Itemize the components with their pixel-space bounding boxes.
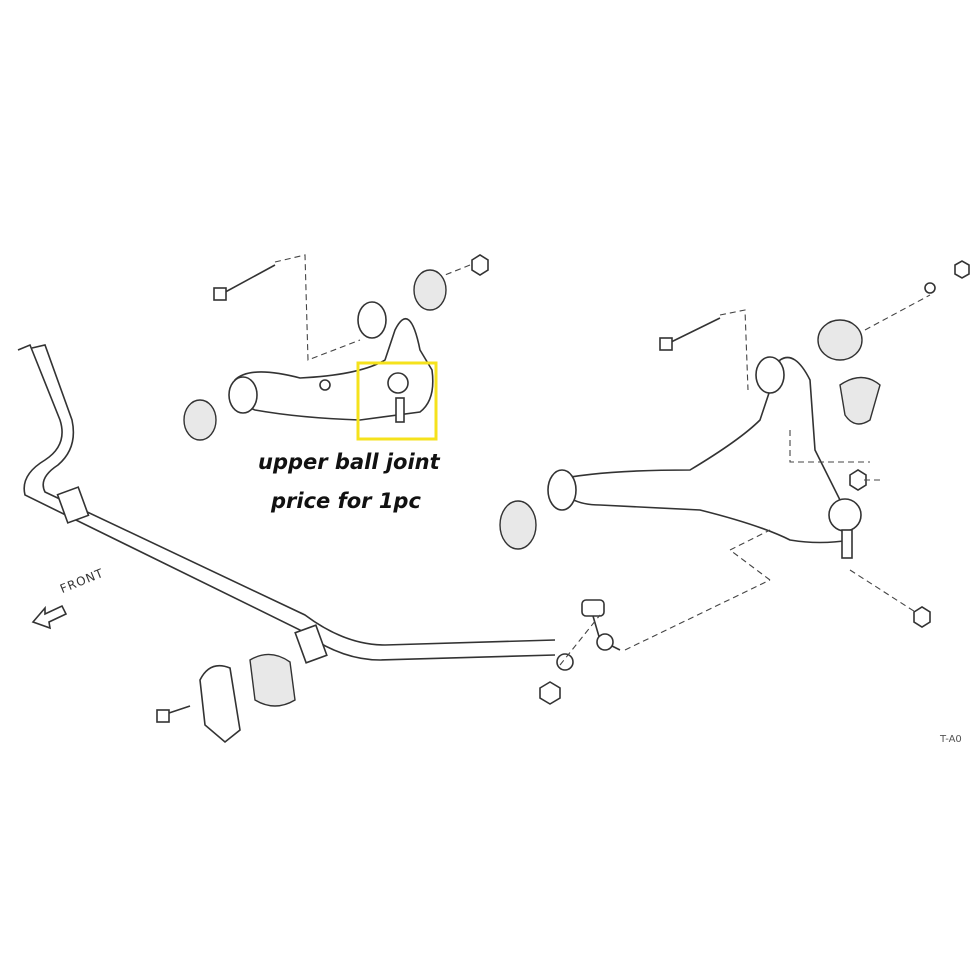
stabilizer-bushing [156, 653, 296, 744]
lower-control-arm [499, 260, 970, 628]
caption-part-name: upper ball joint [258, 450, 440, 474]
drawing-code: T-A0 [940, 734, 962, 745]
upper-ball-joint-highlight [356, 361, 438, 441]
front-arrow-icon [31, 604, 68, 630]
upper-control-arm [183, 254, 489, 441]
caption-price-note: price for 1pc [271, 489, 421, 513]
stabilizer-bar [17, 343, 574, 671]
stabilizer-link [539, 579, 771, 705]
